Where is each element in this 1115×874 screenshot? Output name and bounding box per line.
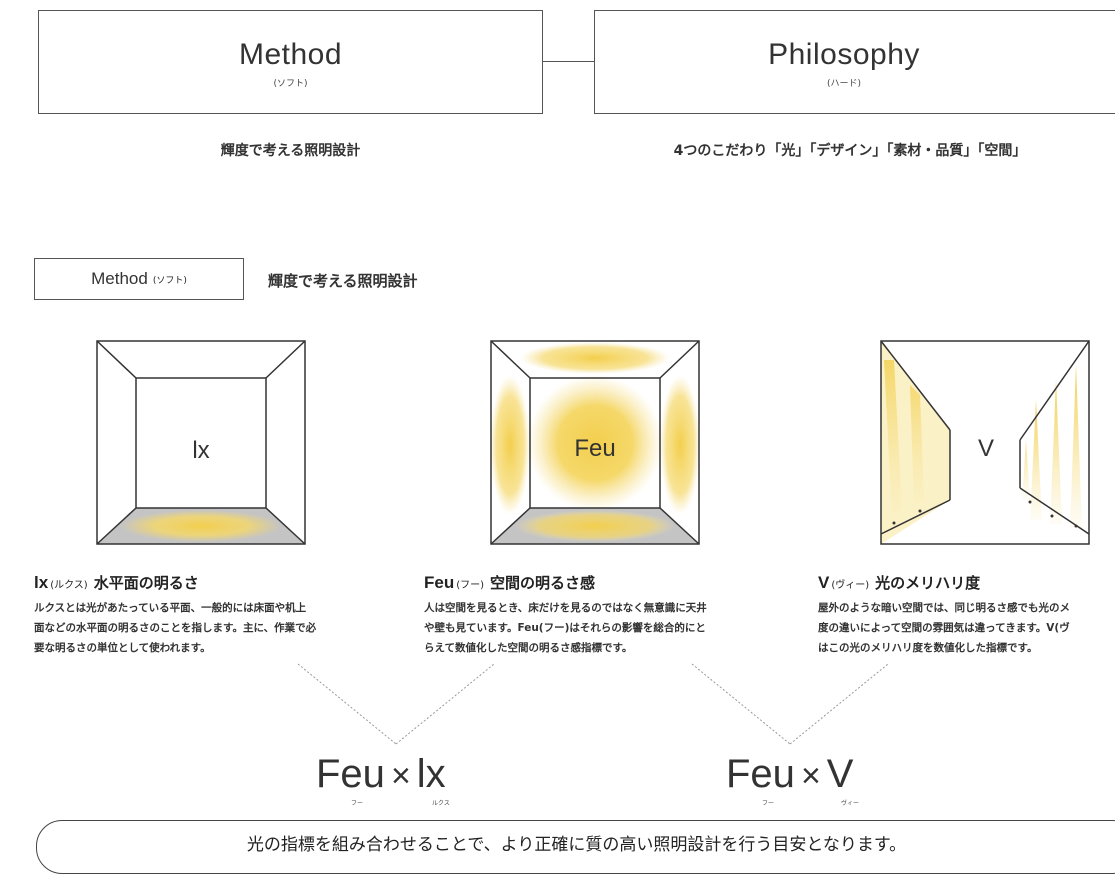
v-heading-ruby: (ヴィー)	[831, 580, 870, 591]
lx-heading-jp: 水平面の明るさ	[93, 574, 199, 592]
feu-desc-line: 人は空間を見るとき、床だけを見るのではなく無意識に天井	[424, 602, 707, 614]
footer-text: 光の指標を組み合わせることで、より正確に質の高い照明設計を行う目安となります。	[246, 835, 907, 855]
v-diagram-label: V	[978, 435, 994, 462]
v-desc-line: 度の違いによって空間の雰囲気は違ってきます。V(ヴ	[818, 622, 1070, 634]
v-description: 屋外のような暗い空間では、同じ明るさ感でも光のメ 度の違いによって空間の雰囲気は…	[818, 598, 1115, 658]
v-room-diagram: V	[880, 340, 1090, 545]
method-title: Method	[238, 38, 343, 71]
method-caption: 輝度で考える照明設計	[220, 143, 361, 159]
lx-heading-ruby: (ルクス)	[50, 580, 88, 591]
lx-heading: lx(ルクス) 水平面の明るさ	[34, 572, 199, 593]
formula-1-right-furi: ルクス	[432, 800, 450, 807]
philosophy-caption: 4つのこだわり「光」「デザイン」「素材・品質」「空間」	[673, 143, 1027, 159]
formula-2-left: Feu	[726, 752, 795, 796]
lx-floor-glow	[121, 510, 281, 542]
formula-1-op: ×	[390, 757, 411, 795]
v-heading: V(ヴィー) 光のメリハリ度	[818, 572, 980, 593]
v-right-beam-3	[1070, 364, 1082, 528]
feu-left-glow	[490, 375, 530, 515]
lx-desc-line: 面などの水平面の明るさのことを指します。主に、作業で必	[34, 622, 317, 634]
v-left-beam-1	[884, 360, 902, 516]
v-right-beam-4	[1022, 440, 1030, 500]
lx-desc-line: ルクスとは光があたっている平面、一般的には床面や机上	[34, 602, 307, 614]
method-box: Method (ソフト)	[38, 10, 543, 114]
lx-description: ルクスとは光があたっている平面、一般的には床面や机上 面などの水平面の明るさのこ…	[34, 598, 316, 658]
formula-1-left-furi: フー	[351, 800, 364, 807]
feu-center-glow	[527, 375, 663, 511]
formula-feu-v: Feu×V	[726, 752, 853, 797]
philosophy-title: Philosophy	[768, 38, 920, 71]
formula-1-left: Feu	[316, 752, 385, 796]
feu-desc-line: らえて数値化した空間の明るさ感指標です。	[424, 642, 633, 654]
v-desc-line: 屋外のような暗い空間では、同じ明るさ感でも光のメ	[818, 602, 1070, 614]
v-right-beam-1	[1030, 400, 1042, 520]
feu-heading-en: Feu	[424, 573, 455, 592]
v-heading-en: V	[818, 573, 830, 592]
lx-room-diagram: lx	[96, 340, 306, 545]
v-desc-line: はこの光のメリハリ度を数値化した指標です。	[818, 642, 1038, 654]
lx-desc-line: 要な明るさの単位として使われます。	[34, 642, 211, 654]
v-right-beam-2	[1050, 380, 1062, 524]
feu-heading-jp: 空間の明るさ感	[490, 574, 596, 592]
formula-2-right: V	[826, 752, 854, 796]
lx-heading-en: lx	[34, 573, 49, 592]
connector-line	[543, 61, 594, 62]
feu-heading: Feu(フー) 空間の明るさ感	[424, 572, 595, 593]
section-tag-sub: (ソフト)	[152, 275, 187, 286]
feu-diagram-label: Feu	[574, 435, 615, 462]
feu-description: 人は空間を見るとき、床だけを見るのではなく無意識に天井 や壁も見ています。Feu…	[424, 598, 707, 658]
formula-2-left-furi: フー	[762, 800, 775, 807]
feu-heading-ruby: (フー)	[456, 580, 485, 591]
feu-top-glow	[520, 342, 670, 374]
method-sub: (ソフト)	[273, 79, 308, 89]
formula-2-right-furi: ヴィー	[841, 800, 860, 807]
philosophy-box: Philosophy (ハード)	[594, 10, 1115, 114]
feu-room-diagram: Feu	[490, 340, 700, 545]
v-description-clip: 屋外のような暗い空間では、同じ明るさ感でも光のメ 度の違いによって空間の雰囲気は…	[818, 598, 1115, 662]
lx-diagram-label: lx	[192, 437, 209, 464]
feu-right-glow	[660, 375, 700, 515]
formula-1-right: lx	[416, 752, 446, 796]
philosophy-sub: (ハード)	[826, 79, 862, 89]
section-tag-box: Method (ソフト)	[34, 258, 244, 300]
section-tag-title: Method	[91, 269, 148, 288]
feu-desc-line: や壁も見ています。Feu(フー)はそれらの影響を総合的にと	[424, 622, 706, 634]
v-left-beam-2	[910, 385, 924, 506]
footer-banner: 光の指標を組み合わせることで、より正確に質の高い照明設計を行う目安となります。	[36, 820, 1115, 874]
feu-floor-glow	[515, 510, 675, 542]
section-tag-caption: 輝度で考える照明設計	[268, 272, 418, 290]
formula-2-op: ×	[800, 757, 821, 795]
formula-feu-lx: Feu×lx	[316, 752, 446, 797]
v-heading-jp: 光のメリハリ度	[875, 574, 981, 592]
